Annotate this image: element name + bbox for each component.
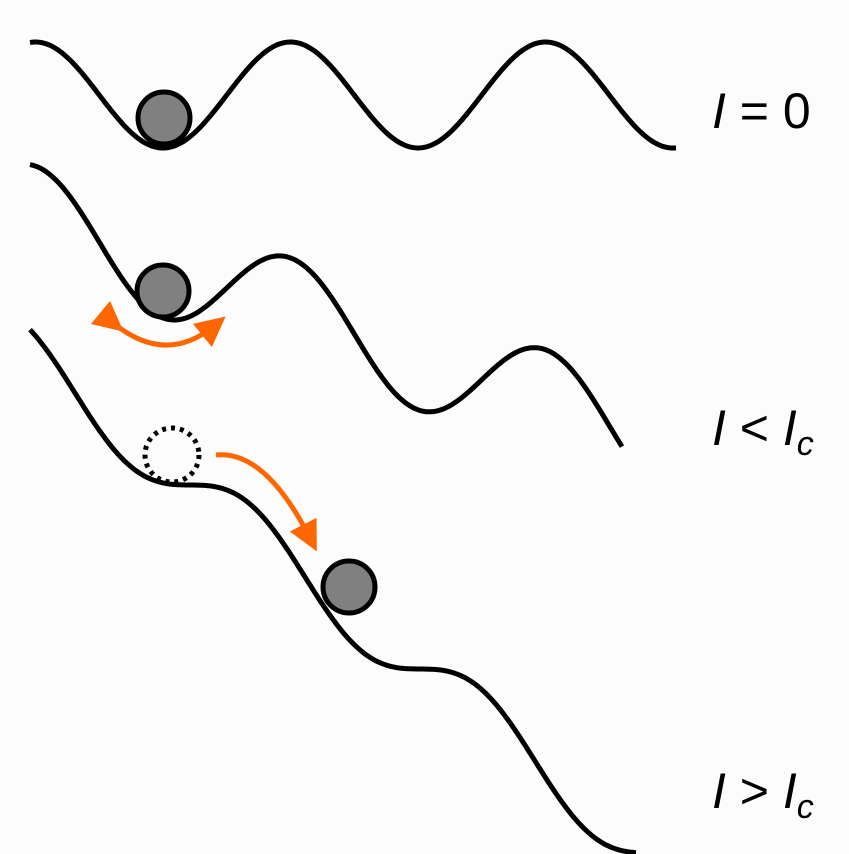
label-above-critical: I > Ic: [712, 763, 814, 826]
potential-curve-supercritical-current: [28, 327, 637, 854]
ball-trapped-oscillating: [134, 262, 192, 320]
label-zero-current: I = 0: [712, 83, 811, 139]
potential-curve-zero-current: [29, 39, 677, 151]
escape-arrow: [215, 452, 317, 552]
label-below-critical: I < Ic: [712, 400, 814, 463]
ball-trapped-zero: [135, 89, 193, 147]
oscillation-double-arrow: [90, 300, 226, 348]
ball-previous-position-dotted: [142, 425, 202, 485]
ball-running: [320, 558, 378, 616]
potential-curve-subcritical-current: [29, 162, 625, 448]
